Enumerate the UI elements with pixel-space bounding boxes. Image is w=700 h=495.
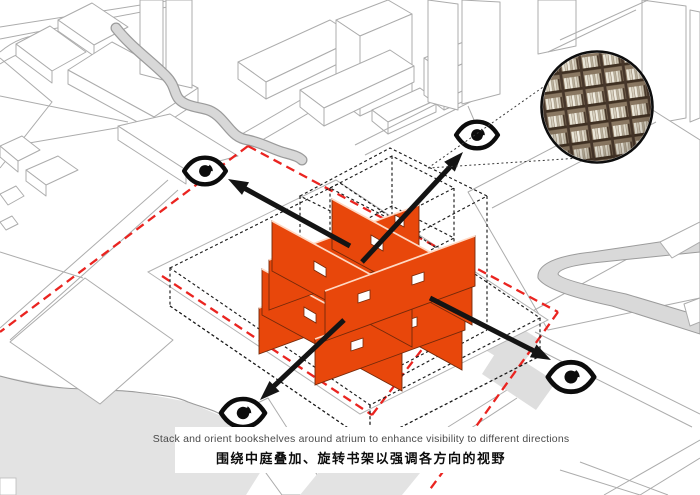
arrow-northeast: [360, 152, 463, 264]
caption-chinese: 围绕中庭叠加、旋转书架以强调各方向的视野: [215, 451, 506, 466]
view-arrows: [228, 152, 551, 400]
eye-icon-southeast: [548, 362, 594, 391]
shelf-level-upper: [268, 198, 476, 348]
eye-icon-northwest: [184, 158, 226, 185]
caption-box: Stack and orient bookshelves around atri…: [153, 427, 569, 473]
arrow-northwest: [228, 179, 352, 249]
arrow-southeast: [428, 295, 551, 360]
eye-icon-southwest: [221, 399, 265, 427]
bookshelf-photo: [543, 53, 651, 161]
photo-circle-ring: [540, 50, 654, 164]
arrow-southwest: [260, 318, 346, 400]
caption-english: Stack and orient bookshelves around atri…: [152, 433, 570, 445]
bookshelf-photo-callout: [427, 50, 654, 169]
callout-line-upper: [427, 84, 547, 169]
envelope-front-edges: [169, 305, 541, 444]
